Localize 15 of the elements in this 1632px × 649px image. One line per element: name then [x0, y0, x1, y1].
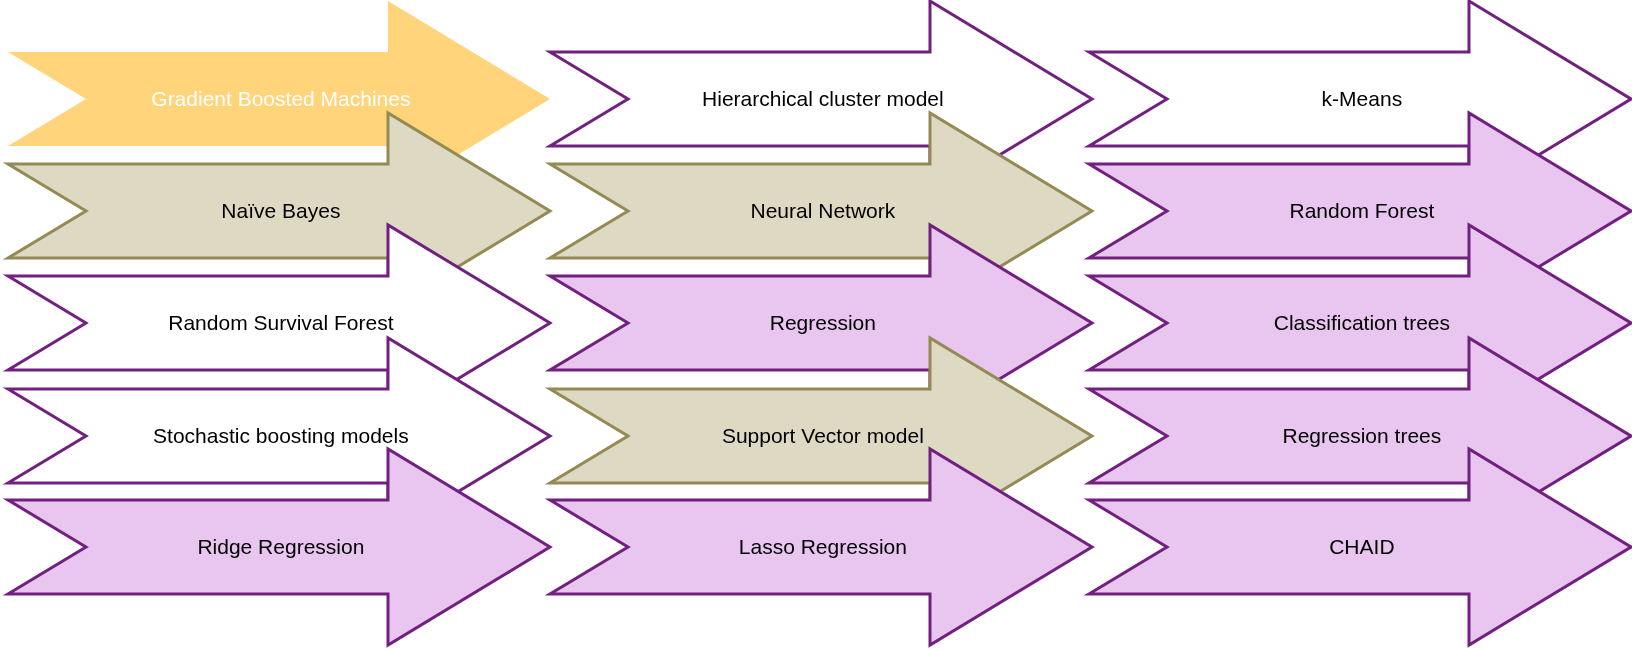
- arrow-label: Gradient Boosted Machines: [151, 87, 411, 111]
- arrow-label: Naïve Bayes: [221, 199, 341, 223]
- arrow-label: Neural Network: [750, 199, 896, 223]
- arrow-label: Random Forest: [1289, 199, 1435, 223]
- arrow-label: Random Survival Forest: [168, 311, 394, 335]
- arrow-label: k-Means: [1321, 87, 1403, 111]
- arrow-label: CHAID: [1329, 535, 1395, 559]
- arrow-label: Hierarchical cluster model: [702, 87, 944, 111]
- arrow-label: Regression: [769, 311, 876, 335]
- arrow-label: Ridge Regression: [197, 535, 365, 559]
- arrow-label: Lasso Regression: [738, 535, 907, 559]
- arrow-label: Support Vector model: [721, 424, 924, 448]
- arrow-label: Stochastic boosting models: [153, 424, 409, 448]
- arrow-label: Classification trees: [1273, 311, 1450, 335]
- arrow-label: Regression trees: [1282, 424, 1442, 448]
